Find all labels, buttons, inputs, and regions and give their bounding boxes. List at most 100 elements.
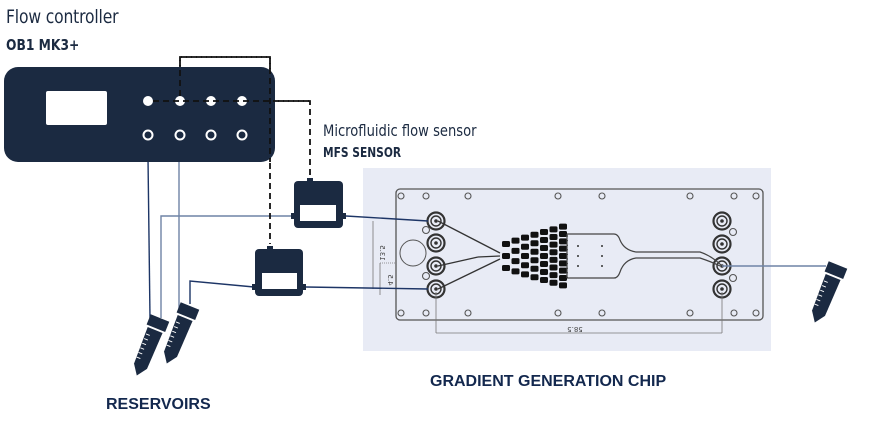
mixer-serpentine-block	[511, 258, 520, 265]
mixer-serpentine-block	[502, 241, 510, 247]
flow-sensor-2[interactable]	[252, 246, 306, 296]
tube-body	[812, 274, 841, 323]
mixer-serpentine-block	[559, 282, 567, 289]
tube-sensor-1-to-chip	[345, 215, 429, 222]
mixer-serpentine-block	[559, 223, 567, 230]
tube-graduation	[143, 338, 149, 341]
gradient-generation-chip	[395, 188, 764, 321]
tube-body	[134, 327, 163, 376]
controller-body	[4, 67, 275, 162]
tube-graduation	[172, 330, 177, 334]
connector-1[interactable]	[142, 129, 154, 141]
chip-screw-holes	[397, 192, 760, 317]
mixer-serpentine-block	[549, 233, 558, 240]
mixer-serpentine-block	[549, 256, 558, 263]
pressure-outlet-2[interactable]	[175, 96, 185, 106]
mixer-serpentine-block	[511, 237, 520, 244]
sensor-title: Microfluidic flow sensor	[323, 121, 477, 140]
tube-graduation	[818, 294, 823, 297]
mixer-serpentine-block	[521, 262, 529, 269]
tube-graduation	[136, 356, 141, 360]
chamber-markers	[577, 245, 603, 267]
tube-graduation	[814, 303, 819, 307]
reservoirs-caption: RESERVOIRS	[106, 396, 211, 413]
chip-dimension-lines	[372, 221, 723, 334]
mixer-serpentine-block	[521, 243, 529, 250]
cable-overlay	[153, 56, 310, 162]
inlet-port[interactable]	[426, 256, 446, 276]
tube-reservoir-1-to-sensor-1	[160, 215, 293, 318]
mixer-serpentine-block	[521, 253, 529, 259]
mixer-serpentine-block	[530, 265, 539, 272]
connector-3[interactable]	[205, 129, 217, 141]
sensor-outlet	[303, 284, 306, 290]
sample-tubing	[160, 215, 826, 318]
mixer-serpentine-block	[549, 279, 558, 286]
mixer-serpentine-block	[521, 234, 529, 241]
mixer-serpentine-block	[530, 274, 539, 281]
chip-outline	[395, 188, 764, 321]
sensor-inlet	[291, 213, 294, 219]
tube-graduation	[138, 352, 143, 355]
observation-chamber	[566, 233, 723, 279]
mixer-serpentine-block	[559, 275, 567, 281]
tube-graduation	[166, 344, 171, 348]
controller-outlet-connectors	[142, 129, 248, 141]
dimension-label-vertical-short: 4.5	[386, 274, 394, 285]
tube-graduation	[170, 335, 175, 338]
connector-2[interactable]	[174, 129, 186, 141]
sensor-inlet	[252, 284, 255, 290]
mixer-serpentine-block	[540, 253, 548, 259]
dimension-label-vertical-long: 13.5	[378, 245, 386, 261]
mixer-serpentine-block	[559, 245, 567, 252]
tube-cap	[176, 302, 200, 320]
tube-body	[164, 315, 193, 364]
mixer-serpentine-block	[521, 271, 529, 278]
mixer-serpentine-block	[540, 245, 548, 251]
sensor-window	[300, 205, 336, 221]
tube-graduation	[173, 326, 179, 329]
sensor-cable-port	[267, 246, 273, 249]
tube-sensor-2-to-chip	[305, 286, 429, 290]
mixer-serpentine-block	[502, 265, 510, 271]
mixer-serpentine-block	[549, 241, 558, 248]
tube-graduation	[820, 289, 825, 293]
reservoir-tube-2[interactable]	[158, 302, 200, 367]
controller-title: Flow controller	[6, 6, 119, 28]
tube-graduation	[821, 285, 827, 288]
controller-pressure-outlets	[143, 96, 247, 106]
mixer-serpentine-block	[540, 269, 548, 275]
mixer-serpentine-block	[530, 231, 539, 238]
flow-controller-device[interactable]	[4, 67, 275, 162]
waste-tube[interactable]	[806, 261, 848, 326]
gradient-mixer-network	[502, 223, 568, 289]
mixer-serpentine-block	[559, 238, 567, 245]
pressure-outlet-1[interactable]	[143, 96, 153, 106]
sensor-model: MFS SENSOR	[323, 146, 402, 161]
tube-graduation	[142, 342, 147, 346]
reservoir-tube-1[interactable]	[128, 314, 170, 379]
inlet-port[interactable]	[426, 233, 446, 253]
pressure-outlet-3[interactable]	[206, 96, 216, 106]
tube-reservoir-2-to-sensor-2	[189, 280, 255, 304]
connector-4[interactable]	[236, 129, 248, 141]
outlet-port[interactable]	[712, 234, 732, 254]
mixer-serpentine-block	[530, 257, 539, 264]
mixer-serpentine-block	[559, 231, 567, 237]
controller-model: OB1 MK3+	[6, 36, 80, 54]
sensor-outlet	[343, 213, 346, 219]
outlet-port[interactable]	[712, 211, 732, 231]
mixer-serpentine-block	[540, 237, 548, 243]
tube-graduation	[168, 340, 173, 343]
mixer-serpentine-block	[502, 253, 510, 259]
mixer-serpentine-block	[540, 277, 548, 283]
pressure-outlet-4[interactable]	[237, 96, 247, 106]
mixer-serpentine-block	[549, 272, 558, 279]
mixer-serpentine-block	[559, 267, 567, 274]
flow-sensor-1[interactable]	[291, 178, 346, 228]
mixer-serpentine-block	[549, 249, 558, 256]
tube-graduation	[175, 321, 180, 324]
tube-graduation	[823, 280, 828, 283]
mixer-serpentine-block	[559, 253, 567, 259]
